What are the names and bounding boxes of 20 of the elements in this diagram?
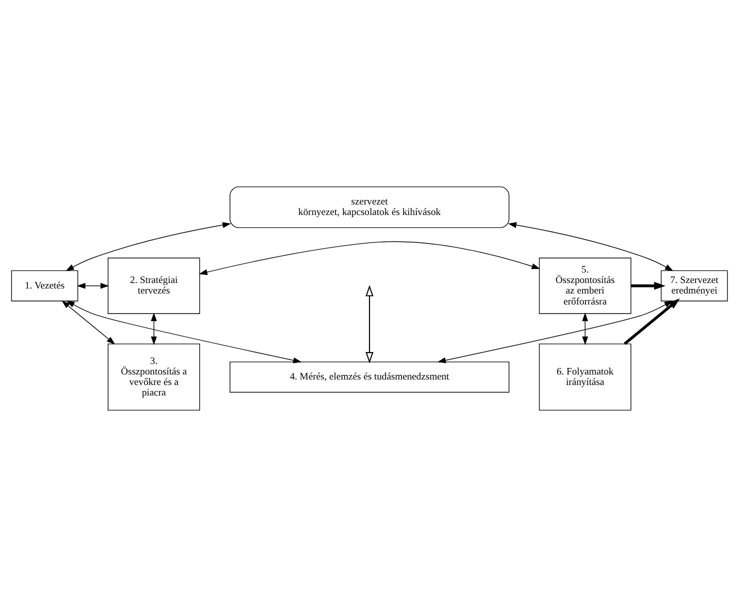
node-box: szervezet környezet, kapcsolatok és kihívások	[230, 186, 510, 228]
arrow	[198, 241, 540, 276]
node-box: 6. Folyamatok irányítása	[538, 344, 632, 411]
node-box: 2. Stratégiai tervezés	[108, 258, 200, 314]
arrow	[508, 222, 674, 272]
node-box: 1. Vezetés	[11, 270, 78, 302]
arrow	[624, 298, 680, 345]
node-box: 5. Összpontosítás az emberi erőforrásra	[538, 258, 632, 314]
node-box: 3. Összpontosítás a vevőkre és a piacra	[108, 344, 200, 411]
arrow	[76, 282, 109, 289]
arrow	[66, 300, 302, 364]
arrow	[630, 282, 666, 290]
node-box: 4. Mérés, elemzés és tudásmenedzsment	[230, 362, 510, 393]
arrow	[150, 312, 157, 345]
arrow	[66, 222, 231, 272]
node-box: 7. Szervezet eredményei	[660, 270, 728, 302]
arrow	[437, 300, 673, 364]
arrow	[582, 312, 588, 345]
arrow	[366, 284, 374, 364]
arrow	[62, 300, 116, 345]
